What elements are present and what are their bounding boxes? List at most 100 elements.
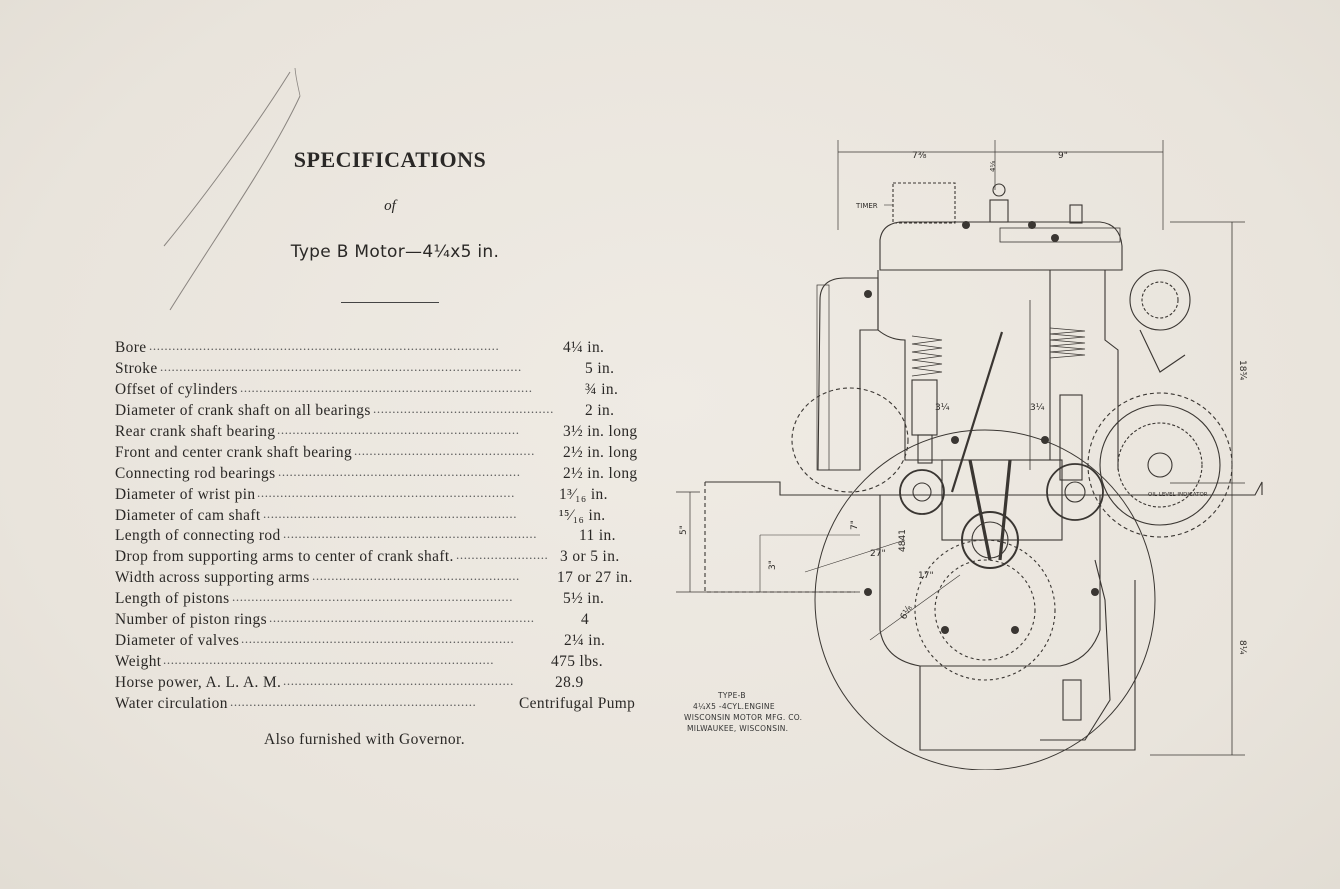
spec-row: Horse power, A. L. A. M.................… — [115, 673, 675, 694]
spec-value: Centrifugal Pump — [519, 694, 636, 712]
spec-label: Diameter of valves — [115, 632, 240, 650]
spec-value: 5 in. — [585, 359, 615, 377]
motor-subtitle: Type B Motor—4¼x5 in. — [290, 242, 500, 262]
spec-row: Diameter of crank shaft on all bearings.… — [115, 401, 675, 422]
spec-row: Front and center crank shaft bearing....… — [115, 443, 675, 464]
timer-label: TIMER — [855, 202, 878, 210]
governor-note: Also furnished with Governor. — [264, 731, 466, 748]
dim-4841: 4841 — [898, 529, 908, 552]
spec-row: Connecting rod bearings.................… — [115, 464, 675, 485]
dim-top-small: 4⅛ — [989, 161, 997, 172]
spec-row: Length of pistons.......................… — [115, 589, 675, 610]
spec-label: Stroke — [115, 359, 158, 377]
spec-value: ¾ in. — [585, 380, 619, 398]
leader-dots: ........................................… — [278, 463, 521, 479]
dim-3-left: 3¼ — [935, 403, 950, 413]
leader-dots: ........................................… — [257, 484, 515, 500]
dim-top-right: 9" — [1058, 151, 1068, 161]
spec-value: 2½ in. long — [563, 443, 638, 461]
spec-label: Drop from supporting arms to center of c… — [115, 548, 454, 566]
leader-dots: ........................................… — [232, 589, 514, 605]
leader-dots: ........................ — [456, 547, 549, 563]
spec-value: 28.9 — [555, 674, 584, 691]
spec-row: Number of piston rings..................… — [115, 610, 675, 631]
spec-label: Width across supporting arms — [115, 569, 310, 587]
spec-value: 2¼ in. — [564, 632, 606, 650]
dim-left-5: 5" — [679, 525, 689, 535]
spec-label: Weight — [115, 653, 162, 671]
dim-27: 27" — [870, 549, 886, 559]
spec-label: Bore — [115, 339, 147, 356]
spec-row: Bore....................................… — [115, 338, 675, 359]
caption-city: MILWAUKEE, WISCONSIN. — [687, 724, 789, 733]
spec-value: 4 — [581, 611, 590, 629]
leader-dots: ........................................… — [354, 442, 535, 458]
caption-type: TYPE-B — [718, 691, 746, 700]
spec-label: Connecting rod bearings — [115, 464, 276, 482]
spec-label: Length of connecting rod — [115, 527, 281, 545]
spec-label: Number of piston rings — [115, 611, 268, 629]
caption-company: WISCONSIN MOTOR MFG. CO. — [684, 713, 803, 722]
spec-value: 11 in. — [579, 527, 616, 545]
spec-label: Rear crank shaft bearing — [115, 422, 276, 440]
spec-row: Length of connecting rod................… — [115, 526, 675, 547]
leader-dots: ........................................… — [283, 673, 514, 688]
spec-value: 2 in. — [585, 401, 615, 419]
spec-value: ¹⁵⁄₁₆ in. — [559, 506, 606, 524]
leader-dots: ........................................… — [241, 631, 515, 647]
leader-dots: ........................................… — [263, 505, 518, 521]
page-title: SPECIFICATIONS — [293, 147, 487, 172]
spec-label: Horse power, A. L. A. M. — [115, 674, 282, 691]
spec-row: Diameter of valves......................… — [115, 631, 675, 652]
divider — [341, 302, 439, 303]
leader-dots: ........................................… — [373, 400, 554, 416]
spec-row: Drop from supporting arms to center of c… — [115, 547, 675, 568]
specification-list: Bore....................................… — [115, 338, 675, 715]
spec-row: Stroke..................................… — [115, 359, 675, 380]
leader-dots: ........................................… — [160, 358, 522, 374]
spec-value: 3 or 5 in. — [560, 548, 620, 566]
dim-top-left: 7⅜ — [912, 151, 927, 161]
dim-right-upper: 18¾ — [1237, 360, 1247, 380]
spec-row: Weight..................................… — [115, 652, 675, 673]
spec-row: Water circulation.......................… — [115, 694, 675, 715]
dim-3-right: 3¼ — [1030, 403, 1045, 413]
spec-value: 1³⁄₁₆ in. — [559, 485, 608, 503]
engine-cross-section-drawing: 7⅜ 9" 4⅛ 18¾ 8¼ 5" 3" 27" 17" 7" 4841 6⅛… — [676, 140, 1263, 770]
leader-dots: ........................................… — [230, 693, 477, 709]
spec-value: 2½ in. long — [563, 464, 638, 482]
spec-value: 3½ in. long — [563, 422, 638, 440]
leader-dots: ........................................… — [163, 652, 495, 668]
spec-value: 17 or 27 in. — [557, 569, 633, 587]
pencil-mark — [163, 67, 301, 311]
spec-row: Rear crank shaft bearing................… — [115, 422, 675, 443]
leader-dots: ........................................… — [240, 379, 533, 395]
spec-label: Diameter of crank shaft on all bearings — [115, 401, 371, 419]
leader-dots: ........................................… — [269, 610, 535, 626]
leader-dots: ........................................… — [283, 526, 538, 542]
spec-label: Length of pistons — [115, 590, 230, 608]
spec-label: Water circulation — [115, 694, 228, 712]
of-label: of — [384, 198, 396, 214]
spec-label: Offset of cylinders — [115, 380, 238, 398]
spec-label: Diameter of cam shaft — [115, 506, 261, 524]
spec-value: 5½ in. — [563, 590, 605, 608]
dim-right-lower: 8¼ — [1237, 640, 1247, 655]
spec-row: Diameter of wrist pin...................… — [115, 485, 675, 506]
dim-left-3: 3" — [768, 560, 778, 570]
spec-label: Diameter of wrist pin — [115, 485, 256, 503]
spec-value: 475 lbs. — [551, 653, 603, 671]
spec-row: Width across supporting arms............… — [115, 568, 675, 589]
spec-row: Offset of cylinders.....................… — [115, 380, 675, 401]
spec-row: Diameter of cam shaft...................… — [115, 506, 675, 527]
spec-value: 4¼ in. — [563, 339, 605, 356]
leader-dots: ........................................… — [277, 421, 520, 437]
oil-indicator-label: OIL LEVEL INDICATOR — [1148, 492, 1208, 498]
dim-61: 6⅛ — [899, 604, 915, 622]
spec-label: Front and center crank shaft bearing — [115, 443, 353, 461]
leader-dots: ........................................… — [312, 568, 520, 584]
dim-17: 17" — [918, 571, 934, 581]
dim-7: 7" — [850, 520, 860, 530]
leader-dots: ........................................… — [149, 338, 500, 353]
